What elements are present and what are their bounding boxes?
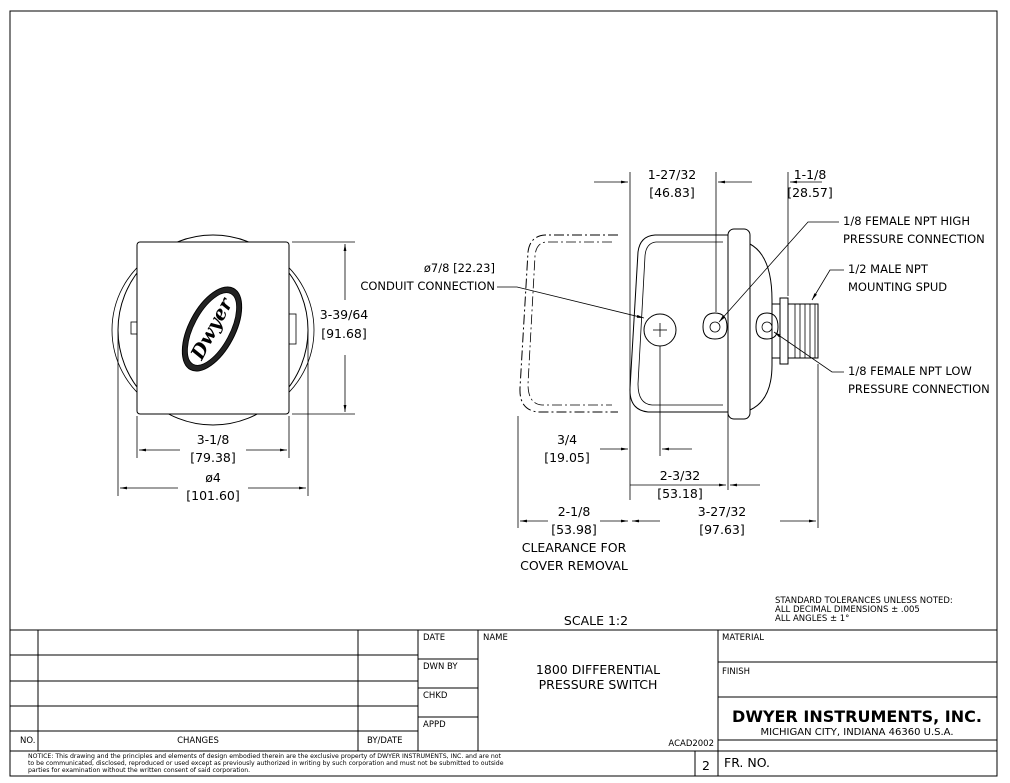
dim-overall-mm: [97.63] bbox=[699, 522, 745, 537]
front-inner-arc-right bbox=[277, 257, 315, 403]
spud-nut bbox=[779, 297, 789, 365]
side-callouts: ø7/8 [22.23] CONDUIT CONNECTION 1/8 FEMA… bbox=[360, 214, 989, 396]
changes-column-label: CHANGES bbox=[177, 736, 219, 746]
front-dimensions: 3-39/64 [91.68] 3-1/8 [79.38] ø4 [101.60… bbox=[117, 241, 369, 503]
notice-line-2: to be communicated, disclosed, reproduce… bbox=[28, 760, 504, 767]
drawing-name-line-2: PRESSURE SWITCH bbox=[539, 677, 658, 692]
tolerance-line-1: STANDARD TOLERANCES UNLESS NOTED: bbox=[775, 596, 953, 606]
cover-outline bbox=[629, 234, 728, 413]
company-name: DWYER INSTRUMENTS, INC. bbox=[732, 707, 982, 726]
cover-inner bbox=[637, 241, 723, 406]
fr-number-label: FR. NO. bbox=[724, 755, 770, 770]
dim-depth-b: 1-1/8 bbox=[794, 167, 827, 182]
low-port-callout-1: 1/8 FEMALE NPT LOW bbox=[848, 364, 972, 378]
tolerance-line-3: ALL ANGLES ± 1° bbox=[775, 614, 849, 624]
dwn-by-label: DWN BY bbox=[423, 662, 458, 672]
front-view: Dwyer bbox=[111, 234, 315, 426]
dim-diameter: ø4 bbox=[205, 470, 221, 485]
front-side-tab-right bbox=[288, 313, 297, 345]
drawing-name-line-1: 1800 DIFFERENTIAL bbox=[536, 662, 660, 677]
spud-thread bbox=[787, 303, 819, 359]
dim-overall: 3-27/32 bbox=[698, 504, 747, 519]
spud-callout-1: 1/2 MALE NPT bbox=[848, 262, 929, 276]
dim-offset-a: 3/4 bbox=[557, 432, 577, 447]
notice-line-1: NOTICE: This drawing and the principles … bbox=[28, 753, 502, 760]
high-pressure-port bbox=[702, 312, 728, 340]
dim-clearance: 2-1/8 bbox=[558, 504, 591, 519]
dim-offset-a-mm: [19.05] bbox=[544, 450, 590, 465]
cover-removed-inner bbox=[527, 241, 612, 406]
acad-version: ACAD2002 bbox=[668, 739, 714, 749]
high-port-callout-1: 1/8 FEMALE NPT HIGH bbox=[843, 214, 970, 228]
dim-height-mm: [91.68] bbox=[321, 326, 367, 341]
dim-clearance-mm: [53.98] bbox=[551, 522, 597, 537]
sheet-number: 2 bbox=[702, 758, 710, 773]
dim-offset-b-mm: [53.18] bbox=[657, 486, 703, 501]
dim-height: 3-39/64 bbox=[320, 307, 369, 322]
spud-callout-2: MOUNTING SPUD bbox=[848, 280, 947, 294]
tolerance-line-2: ALL DECIMAL DIMENSIONS ± .005 bbox=[775, 605, 920, 615]
bydate-column-label: BY/DATE bbox=[367, 736, 403, 746]
date-label: DATE bbox=[423, 633, 445, 643]
dim-offset-b: 2-3/32 bbox=[660, 468, 701, 483]
side-view bbox=[519, 228, 819, 420]
dim-width-mm: [79.38] bbox=[190, 450, 236, 465]
housing-flange bbox=[727, 228, 751, 420]
title-block: NO. CHANGES BY/DATE DATE DWN BY CHKD APP… bbox=[10, 629, 997, 776]
dim-width: 3-1/8 bbox=[197, 432, 230, 447]
name-label: NAME bbox=[483, 633, 508, 643]
low-port-callout-2: PRESSURE CONNECTION bbox=[848, 382, 990, 396]
side-dimensions: 1-27/32 [46.83] 1-1/8 [28.57] 3/4 [19.05… bbox=[517, 167, 833, 573]
no-column-label: NO. bbox=[20, 736, 35, 746]
scale-label: SCALE 1:2 bbox=[564, 613, 628, 628]
finish-label: FINISH bbox=[722, 667, 750, 677]
cover-removed-outline bbox=[519, 234, 618, 413]
low-pressure-port bbox=[755, 312, 779, 340]
dim-depth-a: 1-27/32 bbox=[648, 167, 697, 182]
spud-hex bbox=[771, 303, 781, 359]
company-address: MICHIGAN CITY, INDIANA 46360 U.S.A. bbox=[760, 727, 953, 738]
sheet-border bbox=[9, 10, 998, 777]
dim-depth-a-mm: [46.83] bbox=[649, 185, 695, 200]
dim-depth-b-mm: [28.57] bbox=[787, 185, 833, 200]
clearance-note-2: COVER REMOVAL bbox=[520, 558, 628, 573]
notice-line-3: parties for examination without the writ… bbox=[28, 767, 250, 774]
housing-back bbox=[749, 243, 773, 411]
conduit-callout-1: ø7/8 [22.23] bbox=[424, 261, 495, 275]
dim-diameter-mm: [101.60] bbox=[186, 488, 240, 503]
appd-label: APPD bbox=[423, 720, 446, 730]
front-inner-arc-left bbox=[111, 257, 149, 403]
clearance-note-1: CLEARANCE FOR bbox=[522, 540, 627, 555]
front-side-tab-left bbox=[130, 321, 138, 335]
material-label: MATERIAL bbox=[722, 633, 764, 643]
conduit-callout-2: CONDUIT CONNECTION bbox=[360, 279, 495, 293]
chkd-label: CHKD bbox=[423, 691, 448, 701]
high-port-callout-2: PRESSURE CONNECTION bbox=[843, 232, 985, 246]
